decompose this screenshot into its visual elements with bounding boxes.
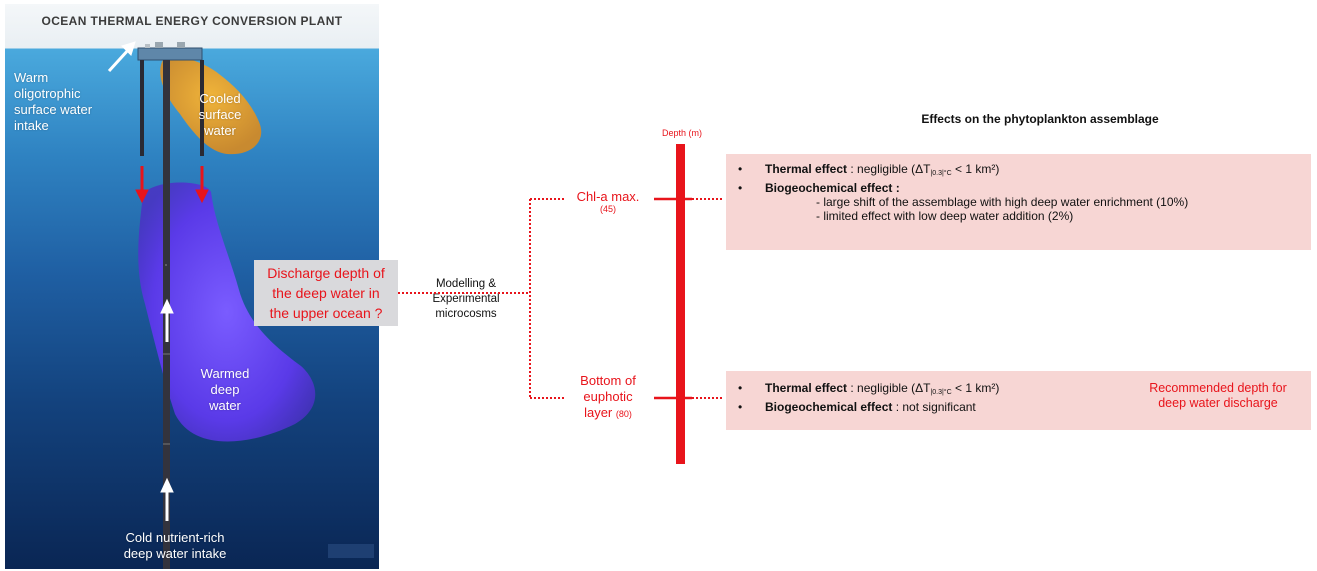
thermal-effect-item: Thermal effect : negligible (ΔT|0.3|°C <…: [726, 381, 1311, 400]
plant-drawing: [107, 41, 374, 569]
biogeochemical-effect-item: Biogeochemical effect :: [726, 181, 1311, 195]
question-line: the upper ocean ?: [269, 305, 383, 321]
biogeochemical-sub-item: - large shift of the assemblage with hig…: [816, 195, 1189, 209]
recommended-depth-note: Recommended depth for deep water dischar…: [1149, 381, 1287, 410]
discharge-depth-question: Discharge depth of the deep water in the…: [254, 260, 398, 326]
warmed-deep-water-label: Warmed deep water: [200, 366, 250, 413]
discharge-arrows: [135, 166, 209, 204]
surface-intake-pipe-left: [140, 60, 144, 156]
effects-box-chl-max: Thermal effect : negligible (ΔT|0.3|°C <…: [726, 154, 1311, 250]
chl-max-label: Chl-a max. (45): [576, 189, 640, 214]
effects-title: Effects on the phytoplankton assemblage: [921, 112, 1159, 126]
depth-axis-label: Depth (m): [661, 128, 702, 138]
effects-box-bottom-euphotic: Thermal effect : negligible (ΔT|0.3|°C <…: [726, 371, 1311, 430]
cooled-surface-water-plume: [160, 57, 262, 155]
question-line: Discharge depth of: [267, 265, 385, 281]
plant-title: OCEAN THERMAL ENERGY CONVERSION PLANT: [41, 14, 343, 28]
method-label: Modelling & Experimental microcosms: [432, 278, 500, 320]
warm-intake-label: Warm oligotrophic surface water intake: [14, 70, 93, 133]
warmed-deep-water-plume: [138, 182, 316, 442]
depth-axis-bar: [676, 144, 685, 464]
surface-discharge-pipe-right: [200, 60, 204, 156]
question-line: the deep water in: [272, 285, 380, 301]
cooled-surface-water-label: Cooled surface water: [198, 91, 242, 138]
thermal-effect-item: Thermal effect : negligible (ΔT|0.3|°C <…: [726, 162, 1311, 181]
biogeochemical-effect-item: Biogeochemical effect : not significant: [726, 400, 1311, 414]
biogeochemical-sub-item: - limited effect with low deep water add…: [816, 209, 1074, 223]
bottom-euphotic-label: Bottom of euphotic layer (80): [580, 373, 636, 420]
cold-intake-label: Cold nutrient-rich deep water intake: [123, 530, 227, 561]
intake-arrows: [107, 41, 174, 521]
